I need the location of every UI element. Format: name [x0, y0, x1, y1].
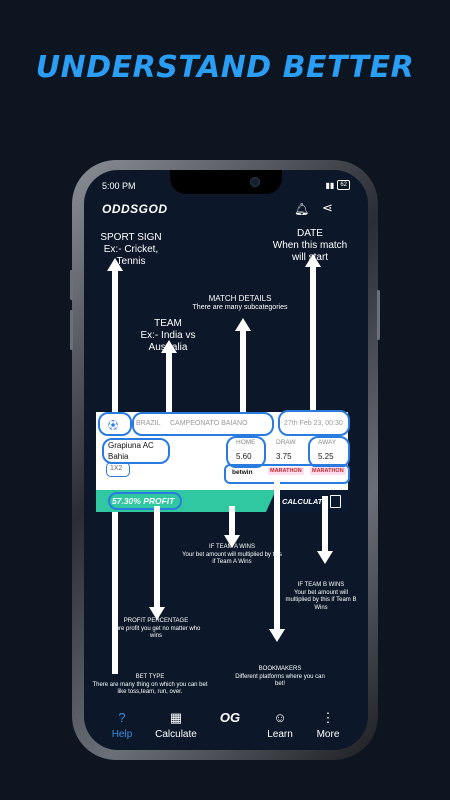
bookmakers-highlight: [224, 464, 350, 484]
learn-icon: ☺: [273, 710, 287, 725]
annotation-title: MATCH DETAILS: [208, 294, 272, 303]
bottom-nav: ? Help ▦ Calculate OG ☺ Learn ⋮ More: [84, 706, 368, 750]
country-label: BRAZIL: [136, 420, 161, 427]
date-highlight: [278, 410, 350, 436]
nav-help[interactable]: ? Help: [94, 710, 150, 740]
profit-percentage: 57.30% PROFIT: [112, 496, 175, 506]
nav-label: Help: [111, 729, 133, 740]
odds-header-draw: DRAW: [276, 439, 296, 446]
annotation-title: IF TEAM A WINS: [209, 544, 255, 550]
annotation-desc: Different platforms where you can bet!: [235, 673, 325, 688]
sport-highlight: [98, 412, 132, 436]
annotation-desc: Sure profit you get no matter who wins: [111, 625, 201, 640]
bet-type: 1X2: [110, 465, 123, 472]
calculator-icon: ▦: [169, 710, 183, 725]
arrow-team-b-wins: [317, 496, 333, 564]
bet-type-highlight: [106, 462, 130, 477]
odds-header-home: HOME: [236, 439, 256, 446]
signal-icon: ▮▮: [325, 180, 335, 190]
nav-home[interactable]: OG: [202, 710, 258, 729]
odds-away: 5.25: [318, 452, 334, 461]
annotation-desc: Your bet amount will multiplied by this …: [285, 589, 357, 611]
annotation-title: SPORT SIGN: [100, 232, 162, 243]
share-icon[interactable]: ⋖: [322, 200, 333, 215]
annotation-team-a-wins: IF TEAM A WINS Your bet amount will mult…: [180, 544, 284, 567]
arrow-bookmakers: [269, 480, 285, 642]
nav-label: Calculate: [155, 729, 197, 740]
annotation-title: PROFIT PERCENTAGE: [123, 618, 189, 624]
odds-header-away: AWAY: [318, 439, 337, 446]
annotation-title: TEAM: [154, 318, 182, 329]
match-details-highlight: [132, 412, 274, 436]
status-time: 5:00 PM: [102, 181, 136, 191]
annotation-desc: Your bet amount will multiplied by this …: [182, 551, 282, 566]
profit-bar: 57.30% PROFIT CALCULATE: [96, 490, 348, 512]
bookmaker-2[interactable]: MARATHON: [268, 467, 304, 475]
app-logo: ODDSGOD: [102, 202, 168, 216]
camera: [250, 177, 260, 187]
home-odds-highlight: [226, 436, 266, 468]
calculate-label: CALCULATE: [282, 497, 328, 506]
nav-more[interactable]: ⋮ More: [300, 710, 356, 740]
more-icon: ⋮: [321, 710, 335, 725]
arrow-team: [161, 340, 177, 452]
bookmaker-1[interactable]: betwin: [232, 469, 253, 476]
arrow-team-a-wins: [224, 506, 240, 548]
odds-home: 5.60: [236, 452, 252, 461]
team-a: Grapiuna AC: [108, 441, 154, 450]
annotation-team-b-wins: IF TEAM B WINS Your bet amount will mult…: [282, 582, 360, 612]
phone-button: [70, 310, 73, 350]
annotation-bookmakers: BOOKMAKERS Different platforms where you…: [232, 666, 328, 689]
phone-button: [377, 290, 380, 340]
phone-screen: 5:00 PM ▮▮ 62 ODDSGOD 🔔︎ ⋖ SPORT SIGN Ex…: [84, 170, 368, 750]
annotation-match-details: MATCH DETAILS There are many subcategori…: [192, 294, 288, 312]
nav-label: Learn: [267, 729, 293, 740]
headline: UNDERSTAND BETTER: [35, 50, 415, 85]
bookmaker-3[interactable]: MARATHON: [310, 467, 346, 475]
annotation-title: DATE: [297, 228, 323, 239]
football-icon: ⚽︎: [108, 421, 118, 432]
match-date: 27th Feb 23, 00:30: [284, 420, 343, 427]
oddsgod-logo-icon: OG: [219, 710, 241, 725]
annotation-title: BET TYPE: [135, 674, 165, 680]
bell-icon[interactable]: 🔔︎: [294, 202, 310, 216]
team-b: Bahia: [108, 452, 129, 461]
annotation-desc: There are many subcategories: [192, 304, 288, 311]
profit-highlight: [108, 492, 182, 510]
arrow-match-details: [235, 318, 251, 412]
match-card[interactable]: ⚽︎ BRAZIL CAMPEONATO BAIANO 27th Feb 23,…: [96, 410, 350, 512]
annotation-title: BOOKMAKERS: [258, 666, 302, 672]
annotation-sport-sign: SPORT SIGN Ex:- Cricket, Tennis: [90, 232, 172, 268]
league-label: CAMPEONATO BAIANO: [170, 420, 248, 427]
phone-button: [70, 270, 73, 300]
status-icons: ▮▮ 62: [325, 180, 350, 190]
odds-draw: 3.75: [276, 452, 292, 461]
nav-calculate[interactable]: ▦ Calculate: [148, 710, 204, 740]
annotation-desc: There are many thing on which you can be…: [92, 681, 208, 696]
annotation-desc: Ex:- Cricket, Tennis: [103, 244, 159, 267]
notch: [170, 170, 282, 194]
annotation-profit-percentage: PROFIT PERCENTAGE Sure profit you get no…: [110, 618, 202, 641]
nav-learn[interactable]: ☺ Learn: [252, 710, 308, 740]
team-highlight: [102, 438, 170, 464]
help-icon: ?: [118, 710, 126, 725]
annotation-title: IF TEAM B WINS: [297, 582, 345, 588]
nav-label: More: [316, 729, 340, 740]
annotation-bet-type: BET TYPE There are many thing on which y…: [90, 674, 210, 697]
calculator-icon: [330, 495, 341, 508]
battery-icon: 62: [337, 180, 350, 190]
arrow-profit: [149, 506, 165, 620]
arrow-date: [305, 254, 321, 414]
